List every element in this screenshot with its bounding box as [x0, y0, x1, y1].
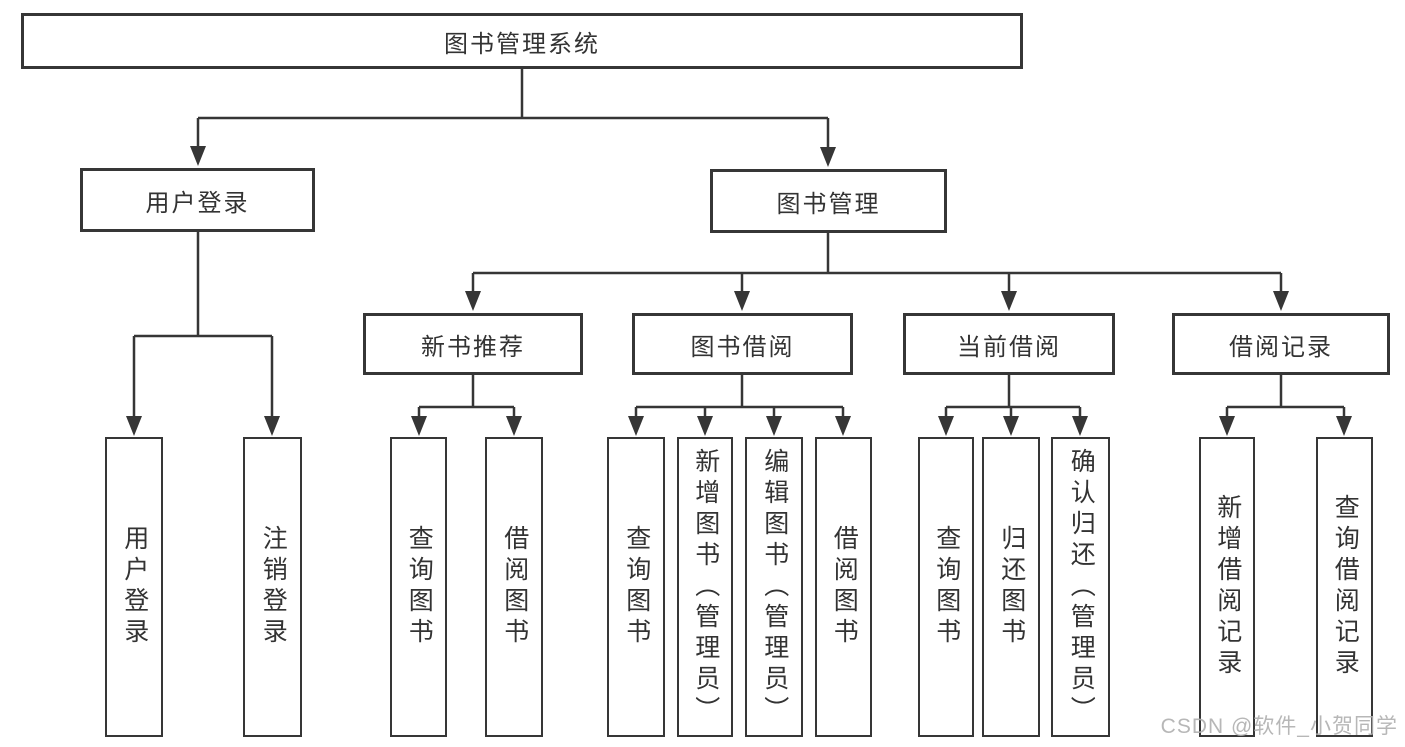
arrowhead-icon [1336, 416, 1352, 436]
leaf-borrow-book-label: 借阅图书 [830, 525, 859, 649]
leaf-query-book-borrow: 查询图书 [607, 437, 665, 737]
arrowhead-icon [465, 291, 481, 311]
leaf-confirm-return-admin-label: 确认归还（管理员） [1067, 447, 1096, 727]
node-user-login: 用户登录 [80, 168, 315, 232]
leaf-return-book-label: 归还图书 [997, 525, 1026, 649]
node-borrow-records-label: 借阅记录 [1229, 333, 1333, 361]
arrowhead-icon [411, 416, 427, 436]
arrowhead-icon [1072, 416, 1088, 436]
node-new-book-recommend-label: 新书推荐 [421, 333, 525, 361]
node-borrow-records: 借阅记录 [1172, 313, 1390, 375]
leaf-edit-book-admin-label: 编辑图书（管理员） [760, 447, 789, 727]
node-current-borrow: 当前借阅 [903, 313, 1115, 375]
node-book-borrow-label: 图书借阅 [690, 333, 795, 361]
arrowhead-icon [1273, 291, 1289, 311]
leaf-query-book-recommend: 查询图书 [390, 437, 447, 737]
leaf-add-borrow-record: 新增借阅记录 [1199, 437, 1255, 737]
arrowhead-icon [264, 416, 280, 436]
arrowhead-icon [506, 416, 522, 436]
leaf-query-book-current: 查询图书 [918, 437, 974, 737]
arrowhead-icon [734, 291, 750, 311]
leaf-query-book-borrow-label: 查询图书 [622, 525, 651, 649]
leaf-borrow-book-recommend: 借阅图书 [485, 437, 543, 737]
node-root-label: 图书管理系统 [444, 30, 600, 58]
leaf-query-book-recommend-label: 查询图书 [405, 525, 434, 649]
leaf-borrow-book: 借阅图书 [815, 437, 872, 737]
leaf-query-book-current-label: 查询图书 [932, 525, 961, 649]
leaf-add-borrow-record-label: 新增借阅记录 [1213, 494, 1242, 680]
node-book-management: 图书管理 [710, 169, 947, 233]
arrowhead-icon [697, 416, 713, 436]
arrowhead-icon [1219, 416, 1235, 436]
arrowhead-icon [190, 146, 206, 166]
arrowhead-icon [938, 416, 954, 436]
node-current-borrow-label: 当前借阅 [957, 333, 1061, 361]
arrowhead-icon [1003, 416, 1019, 436]
leaf-user-login-label: 用户登录 [120, 525, 149, 649]
leaf-query-borrow-record: 查询借阅记录 [1316, 437, 1373, 737]
node-book-management-label: 图书管理 [776, 190, 881, 218]
arrowhead-icon [126, 416, 142, 436]
leaf-query-borrow-record-label: 查询借阅记录 [1331, 494, 1360, 680]
leaf-return-book: 归还图书 [982, 437, 1040, 737]
arrowhead-icon [766, 416, 782, 436]
arrowhead-icon [835, 416, 851, 436]
leaf-borrow-book-recommend-label: 借阅图书 [500, 525, 529, 649]
watermark: CSDN @软件_小贺同学 [1160, 715, 1398, 738]
leaf-logout-login: 注销登录 [243, 437, 302, 737]
arrowhead-icon [1001, 291, 1017, 311]
leaf-logout-login-label: 注销登录 [259, 525, 288, 649]
leaf-confirm-return-admin: 确认归还（管理员） [1051, 437, 1110, 737]
node-new-book-recommend: 新书推荐 [363, 313, 583, 375]
leaf-add-book-admin: 新增图书（管理员） [677, 437, 733, 737]
arrowhead-icon [820, 147, 836, 167]
leaf-edit-book-admin: 编辑图书（管理员） [745, 437, 803, 737]
arrowhead-icon [628, 416, 644, 436]
node-root: 图书管理系统 [21, 13, 1023, 69]
node-book-borrow: 图书借阅 [632, 313, 853, 375]
node-user-login-label: 用户登录 [145, 189, 250, 217]
leaf-add-book-admin-label: 新增图书（管理员） [691, 447, 720, 727]
leaf-user-login: 用户登录 [105, 437, 163, 737]
